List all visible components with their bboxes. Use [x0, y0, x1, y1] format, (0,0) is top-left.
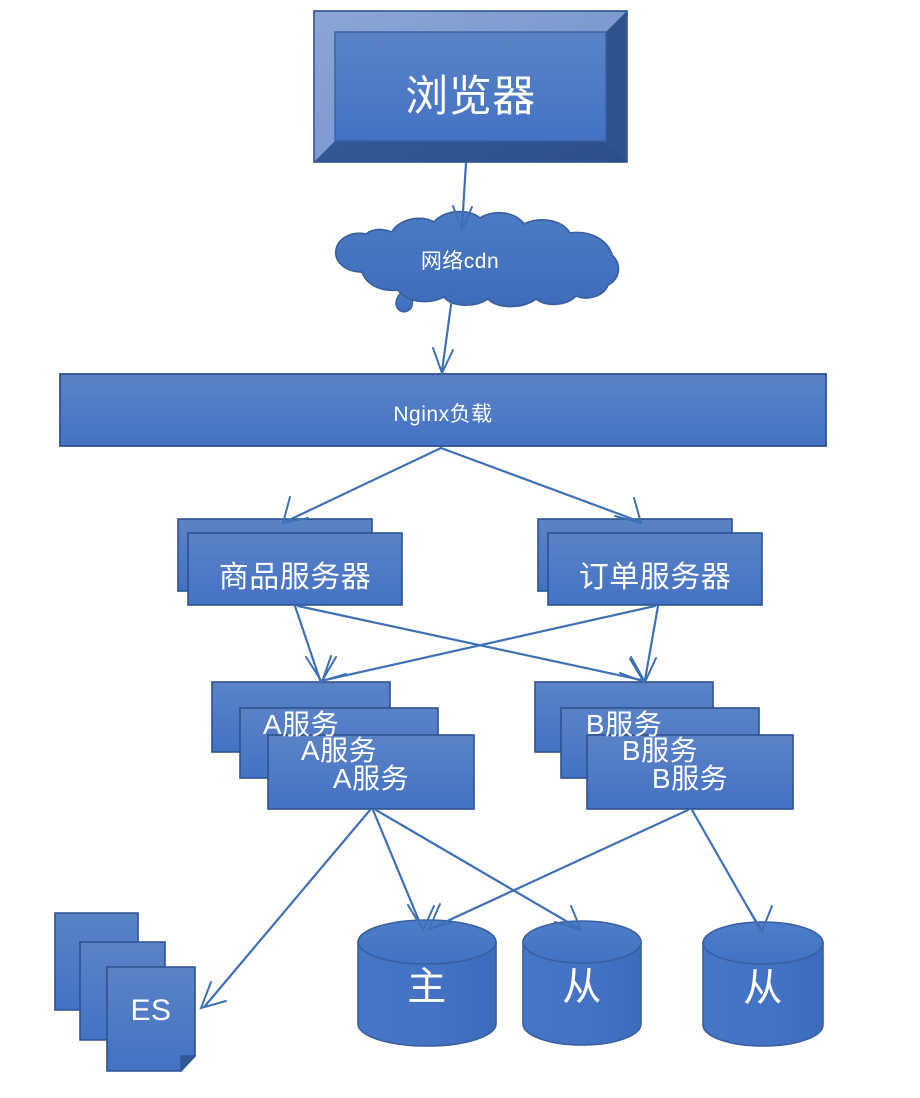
db-slave-1-node-shape — [522, 920, 642, 1046]
edge-product-server-service-a — [293, 604, 332, 685]
db-slave-2-node-shape — [702, 921, 824, 1047]
edge-browser-cdn — [452, 161, 473, 233]
service-a-node-shape — [211, 681, 475, 810]
nginx-node-shape — [59, 373, 827, 447]
edge-service-b-db-slave-2 — [690, 808, 773, 934]
edge-service-a-db-master — [371, 808, 435, 933]
edge-cdn-nginx — [432, 281, 456, 376]
cdn-node-shape — [335, 210, 620, 313]
edge-nginx-product-server — [281, 446, 443, 525]
edge-nginx-order-server — [439, 446, 643, 525]
browser-node-shape — [313, 10, 628, 163]
db-master-node-shape — [357, 919, 497, 1047]
es-node-shape — [54, 912, 197, 1073]
edge-service-a-es — [199, 808, 372, 1010]
product-server-node-shape — [177, 518, 403, 606]
edge-product-server-service-b — [296, 604, 647, 684]
service-b-node-shape — [534, 681, 794, 810]
edge-order-server-service-b — [630, 604, 660, 685]
edge-order-server-service-a — [319, 604, 657, 683]
edge-service-a-db-slave-1 — [374, 808, 583, 932]
edge-service-b-db-master — [427, 808, 690, 931]
